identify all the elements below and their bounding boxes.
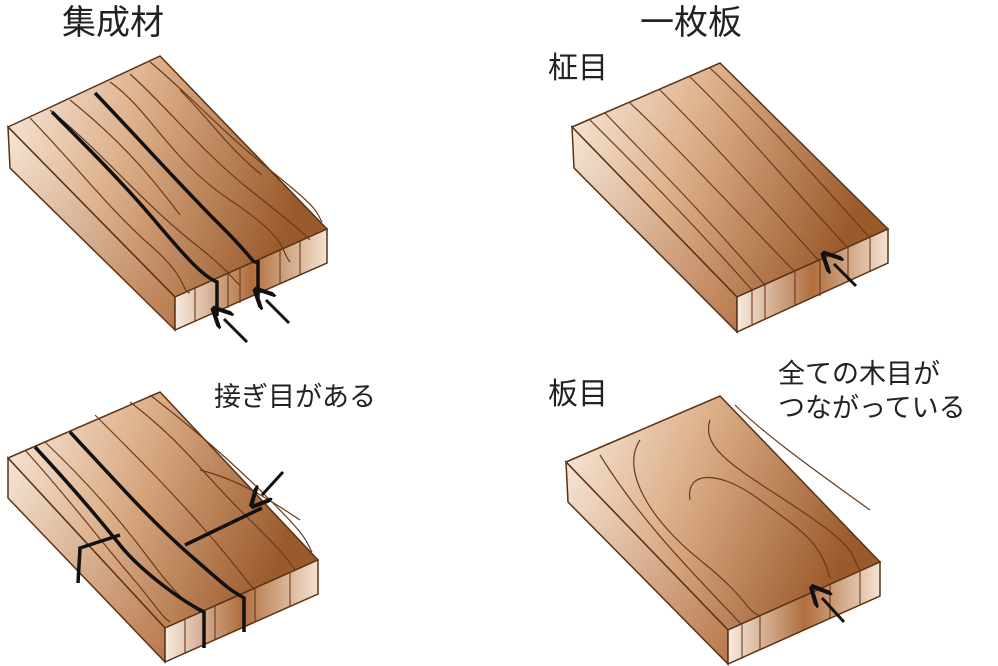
continuous-grain-note: 全ての木目が つながっている [778,359,966,424]
solid-wood-title: 一枚板 [640,3,742,43]
straight-grain-arrow [834,264,858,288]
flat-grain-arrow [822,598,846,624]
flat-grain-label: 板目 [548,377,608,412]
laminated-board-arrows [224,300,291,344]
finger-joint-arrow [262,470,285,495]
laminated-wood-title: 集成材 [62,3,164,43]
straight-grain-board [570,62,890,334]
laminated-board-top [6,55,329,332]
joint-note: 接ぎ目がある [214,382,376,413]
lamination-joint-lines [50,91,260,316]
finger-jointed-board [6,391,320,664]
straight-grain-label: 柾目 [548,51,608,86]
flat-grain-board [564,395,882,666]
finger-joint-lines [33,430,263,648]
